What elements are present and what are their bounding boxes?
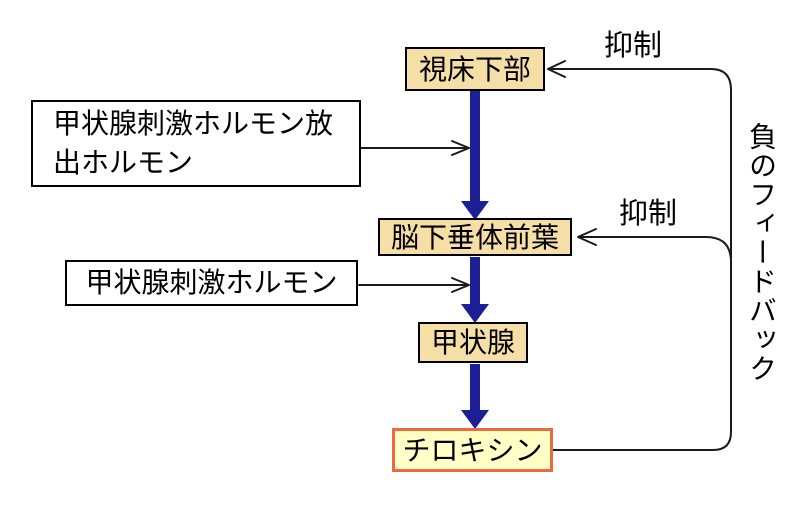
node-thyroid: 甲状腺	[418, 322, 528, 363]
feedback-arrowhead-to-pituitary-icon	[577, 228, 597, 246]
node-hypothalamus: 視床下部	[405, 47, 545, 91]
tsh-arrowhead-icon	[451, 277, 470, 293]
inhibition-label-pituitary: 抑制	[619, 198, 678, 230]
label-box-tsh: 甲状腺刺激ホルモン	[65, 260, 358, 306]
negative-feedback-label: 負のフィードバック	[746, 122, 777, 383]
feedback-arrowhead-to-hypothalamus-icon	[547, 60, 566, 78]
trh-arrowhead-icon	[451, 140, 470, 156]
feedback-loop-line	[550, 68, 732, 451]
node-thyroxine: チロキシン	[392, 428, 553, 472]
flow-arrowhead-pituitary-icon	[461, 201, 489, 220]
feedback-branch-line	[578, 236, 732, 263]
node-anterior-pituitary: 脳下垂体前葉	[378, 218, 572, 256]
flow-arrows	[461, 90, 489, 429]
inhibition-label-hypothalamus: 抑制	[604, 30, 663, 62]
flow-arrowhead-thyroid-icon	[461, 304, 489, 323]
flow-arrowhead-thyroxine-icon	[461, 410, 489, 429]
label-box-trh: 甲状腺刺激ホルモン放出ホルモン	[31, 100, 361, 187]
